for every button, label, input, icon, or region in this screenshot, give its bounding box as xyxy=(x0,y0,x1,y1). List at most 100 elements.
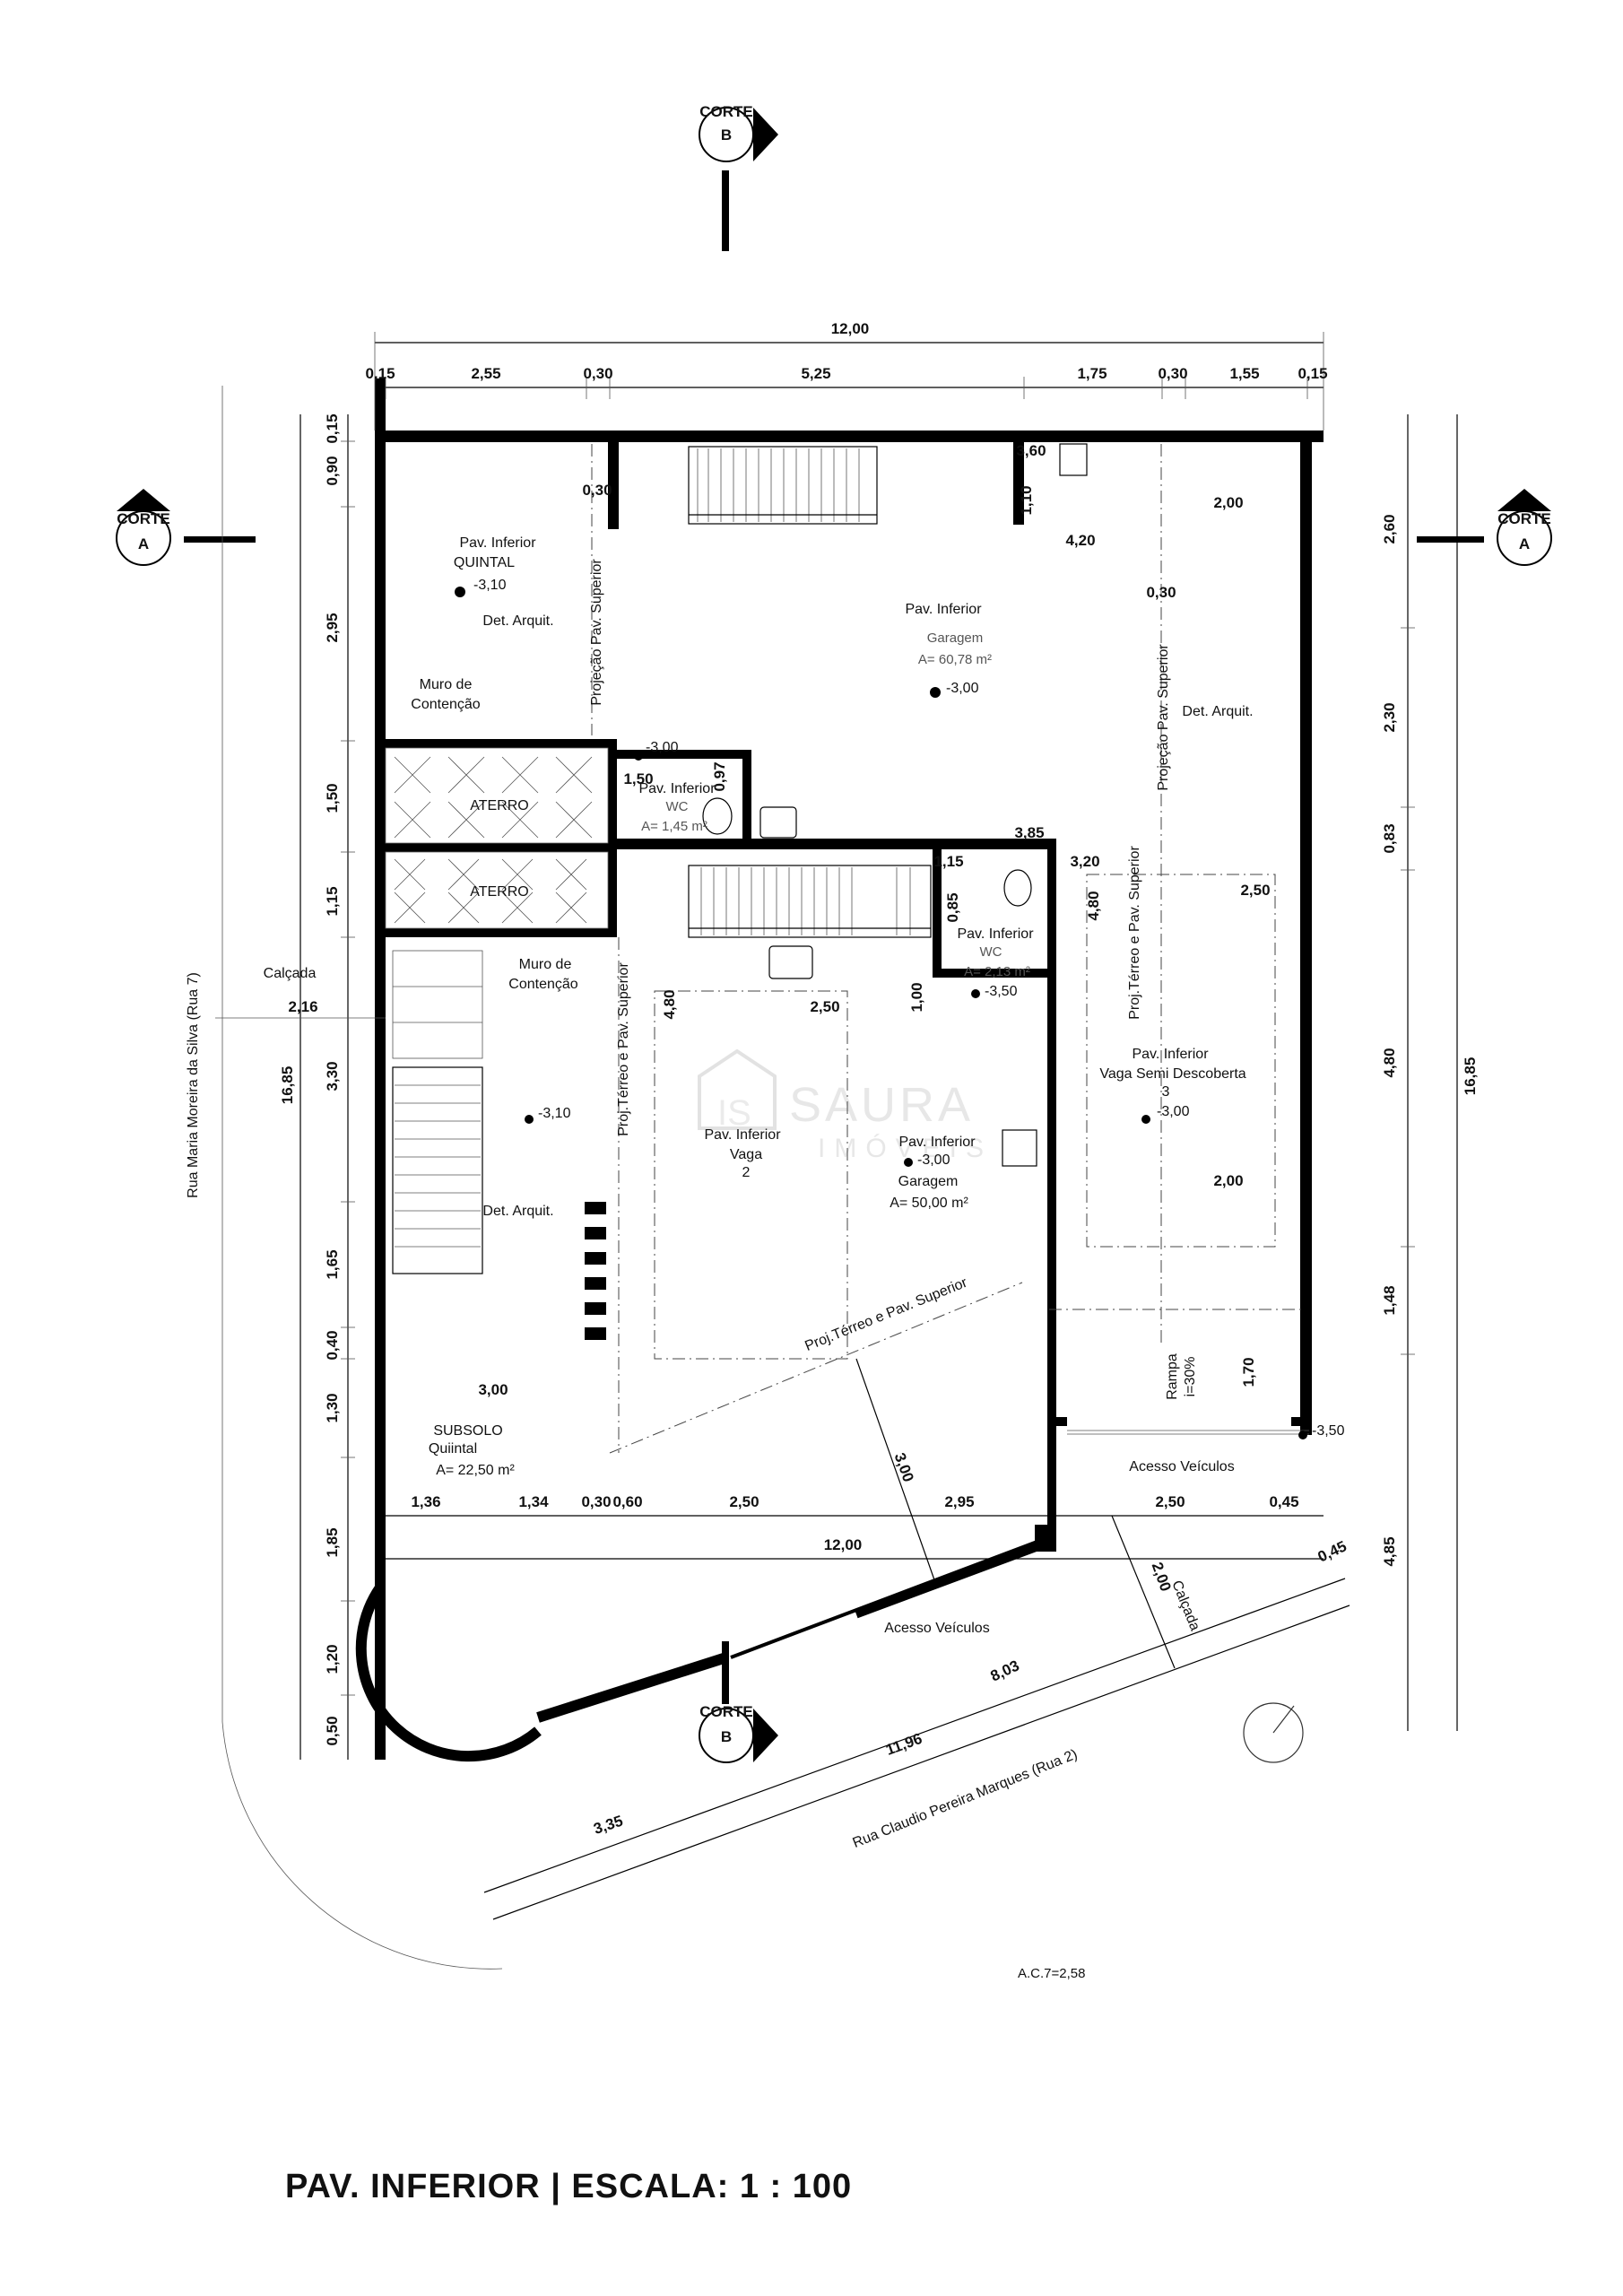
svg-text:Projeção Pav. Superior: Projeção Pav. Superior xyxy=(1156,644,1171,791)
svg-text:0,85: 0,85 xyxy=(944,892,961,922)
svg-text:CORTE: CORTE xyxy=(699,1703,753,1720)
svg-text:Det. Arquit.: Det. Arquit. xyxy=(482,613,553,629)
svg-text:0,15: 0,15 xyxy=(1298,365,1327,382)
svg-text:Pav. Inferior: Pav. Inferior xyxy=(704,1127,781,1143)
room-wc1: -3,00 Pav. Inferior WC A= 1,45 m² xyxy=(634,740,716,834)
svg-text:Acesso Veículos: Acesso Veículos xyxy=(1129,1459,1234,1474)
svg-text:1,85: 1,85 xyxy=(324,1527,341,1557)
svg-text:0,83: 0,83 xyxy=(1381,823,1398,853)
svg-text:2,60: 2,60 xyxy=(1381,514,1398,544)
cut-b-top: CORTE B xyxy=(699,103,778,251)
svg-text:Vaga Semi Descoberta: Vaga Semi Descoberta xyxy=(1099,1066,1245,1082)
svg-text:1,20: 1,20 xyxy=(324,1644,341,1674)
svg-text:0,30: 0,30 xyxy=(582,482,612,499)
svg-text:A= 50,00 m²: A= 50,00 m² xyxy=(890,1196,968,1211)
svg-text:Calçada: Calçada xyxy=(1168,1578,1202,1633)
svg-text:ATERRO: ATERRO xyxy=(470,798,528,813)
svg-text:1,55: 1,55 xyxy=(1229,365,1259,382)
stair-mid xyxy=(688,865,932,938)
svg-text:Quiintal: Quiintal xyxy=(429,1441,477,1457)
svg-text:Projeção Pav. Superior: Projeção Pav. Superior xyxy=(589,559,604,706)
svg-text:B: B xyxy=(721,126,732,144)
svg-text:Proj.Térreo e Pav. Superior: Proj.Térreo e Pav. Superior xyxy=(1127,846,1142,1020)
svg-text:4,80: 4,80 xyxy=(661,989,678,1019)
svg-text:1,36: 1,36 xyxy=(411,1493,440,1510)
svg-text:0,50: 0,50 xyxy=(324,1716,341,1745)
svg-text:i=30%: i=30% xyxy=(1183,1357,1198,1397)
dim-right-total: 16,85 xyxy=(1462,1057,1479,1096)
svg-text:5,25: 5,25 xyxy=(801,365,830,382)
svg-text:3: 3 xyxy=(1162,1084,1170,1100)
interior-dimensions: 3,60 1,10 0,30 4,20 2,00 0,30 1,50 0,97 … xyxy=(478,442,1270,1398)
svg-text:-3,00: -3,00 xyxy=(917,1152,950,1168)
bottom-dimensions: 1,36 1,34 0,30 0,60 2,50 2,95 2,50 0,45 … xyxy=(375,1493,1350,1566)
north-arrow-icon xyxy=(1243,1702,1304,1763)
projection-lines xyxy=(591,444,1309,1454)
svg-text:Contenção: Contenção xyxy=(508,977,577,992)
svg-text:4,80: 4,80 xyxy=(1085,891,1102,920)
svg-text:2,50: 2,50 xyxy=(1240,882,1270,899)
svg-text:A= 1,45 m²: A= 1,45 m² xyxy=(641,819,707,834)
svg-text:Muro de: Muro de xyxy=(519,957,572,972)
svg-text:Pav. Inferior: Pav. Inferior xyxy=(1132,1047,1209,1062)
svg-text:2: 2 xyxy=(742,1165,751,1180)
svg-text:4,80: 4,80 xyxy=(1381,1048,1398,1077)
cut-a-left: CORTE A xyxy=(116,489,256,566)
watermark-line1: SAURA xyxy=(789,1078,974,1132)
svg-text:4,85: 4,85 xyxy=(1381,1536,1398,1566)
svg-text:0,90: 0,90 xyxy=(324,456,341,485)
aterro-hatch xyxy=(385,747,609,929)
svg-text:4,20: 4,20 xyxy=(1065,532,1095,549)
svg-text:2,16: 2,16 xyxy=(288,998,317,1015)
watermark-logo: IS SAURA IMÓVEIS xyxy=(698,1048,993,1163)
svg-text:2,55: 2,55 xyxy=(471,365,500,382)
svg-text:CORTE: CORTE xyxy=(1497,510,1551,527)
svg-text:1,50: 1,50 xyxy=(324,783,341,813)
svg-text:2,50: 2,50 xyxy=(729,1493,759,1510)
dim-top-total: 12,00 xyxy=(831,320,870,337)
svg-text:1,10: 1,10 xyxy=(1018,485,1035,515)
svg-text:Rampa: Rampa xyxy=(1165,1353,1180,1400)
svg-text:Pav. Inferior: Pav. Inferior xyxy=(459,535,536,551)
svg-text:1,00: 1,00 xyxy=(908,982,925,1012)
svg-text:A: A xyxy=(1519,535,1530,552)
svg-text:0,30: 0,30 xyxy=(583,365,612,382)
svg-text:2,50: 2,50 xyxy=(1155,1493,1185,1510)
scale-note: A.C.7=2,58 xyxy=(1018,1966,1085,1981)
svg-text:Garagem: Garagem xyxy=(927,631,984,646)
svg-text:Proj.Térreo e Pav. Superior: Proj.Térreo e Pav. Superior xyxy=(803,1274,969,1354)
cut-a-right: CORTE A xyxy=(1417,489,1552,566)
svg-text:A= 22,50 m²: A= 22,50 m² xyxy=(436,1463,515,1478)
stair-level: -3,10 xyxy=(525,1106,571,1124)
page-title: PAV. INFERIOR | ESCALA: 1 : 100 xyxy=(285,2168,852,2205)
svg-text:3,30: 3,30 xyxy=(324,1061,341,1091)
svg-text:-3,50: -3,50 xyxy=(1312,1423,1345,1439)
svg-text:Garagem: Garagem xyxy=(898,1174,959,1189)
street-dimensions: 8,03 11,96 3,35 2,00 3,00 xyxy=(483,1358,1350,1920)
fixtures xyxy=(702,443,1088,1167)
svg-text:Acesso Veículos: Acesso Veículos xyxy=(884,1621,989,1636)
svg-text:3,20: 3,20 xyxy=(1070,853,1099,870)
svg-text:CORTE: CORTE xyxy=(699,103,753,120)
exit-level: -3,50 xyxy=(1298,1423,1345,1439)
svg-text:8,03: 8,03 xyxy=(988,1657,1022,1684)
svg-text:0,45: 0,45 xyxy=(1315,1537,1350,1565)
svg-text:3,00: 3,00 xyxy=(478,1381,508,1398)
svg-text:2,95: 2,95 xyxy=(324,613,341,642)
stair-top xyxy=(688,446,878,525)
svg-text:Pav. Inferior: Pav. Inferior xyxy=(957,926,1034,942)
svg-text:1,15: 1,15 xyxy=(933,853,963,870)
svg-text:Vaga: Vaga xyxy=(730,1147,762,1162)
watermark-line2: IMÓVEIS xyxy=(818,1134,993,1163)
svg-text:3,60: 3,60 xyxy=(1016,442,1046,459)
svg-text:11,96: 11,96 xyxy=(883,1730,924,1759)
svg-text:0,30: 0,30 xyxy=(1158,365,1187,382)
svg-text:Pav. Inferior: Pav. Inferior xyxy=(905,602,982,617)
svg-text:A= 2,13 m²: A= 2,13 m² xyxy=(964,964,1030,979)
svg-text:0,15: 0,15 xyxy=(324,413,341,443)
street-south: Rua Claudio Pereira Marques (Rua 2) xyxy=(851,1747,1080,1851)
room-wc2: Pav. Inferior WC A= 2,13 m² -3,50 xyxy=(957,926,1034,999)
room-vaga3: Pav. Inferior Vaga Semi Descoberta 3 -3,… xyxy=(1099,1047,1246,1124)
svg-text:2,00: 2,00 xyxy=(1213,494,1243,511)
